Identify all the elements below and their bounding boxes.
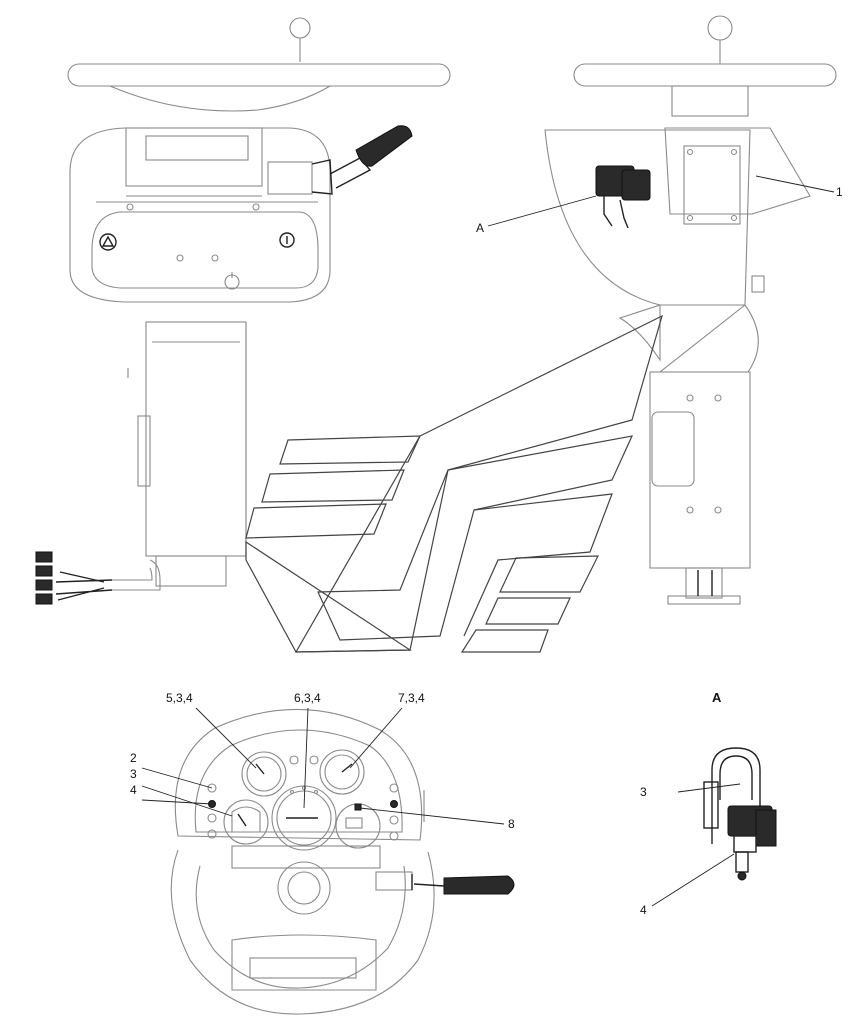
callout-3: 3 <box>130 767 137 781</box>
display-window <box>145 135 249 161</box>
detail-callout-4: 4 <box>640 903 647 917</box>
steering-wheel-top-view <box>170 845 435 1015</box>
column-tube-front <box>127 321 247 587</box>
side-wheel-rim <box>573 63 837 87</box>
callout-8: 8 <box>508 817 515 831</box>
hazard-button <box>99 233 117 251</box>
callout-view-a: A <box>476 221 485 235</box>
steering-wheel-knob <box>289 17 311 62</box>
leader-a <box>487 195 597 227</box>
gauge-voltmeter <box>223 799 269 845</box>
leader-8 <box>359 807 505 825</box>
detail-callout-3: 3 <box>640 785 647 799</box>
detail-a-title: A <box>712 690 722 705</box>
gauge-unit-side-a <box>595 165 651 229</box>
leader-7-3-4 <box>349 707 403 769</box>
callout-1: 1 <box>836 185 843 199</box>
detail-a-gauge-assembly <box>703 747 777 881</box>
callout-2: 2 <box>130 751 137 765</box>
side-wheel-knob <box>707 15 733 64</box>
gauge-8-hour-meter <box>335 803 381 849</box>
leader-2 <box>141 767 213 789</box>
combination-switch-top-view <box>375 871 515 895</box>
horn-button <box>279 232 295 248</box>
leader-6-3-4 <box>303 707 309 809</box>
leader-4 <box>141 799 213 805</box>
side-cutout <box>651 411 695 487</box>
callout-4: 4 <box>130 783 137 797</box>
indicator-lamps <box>207 755 399 841</box>
brand-watermark-logo <box>245 314 663 653</box>
steering-wheel-rim <box>67 63 451 112</box>
leader-detail-4 <box>651 853 735 907</box>
instrument-panel-view <box>170 708 515 1015</box>
side-column-body <box>544 85 811 605</box>
leader-3 <box>141 785 233 817</box>
side-view-steering-column <box>487 15 837 605</box>
leader-1 <box>755 175 835 193</box>
dashboard-housing <box>69 127 331 303</box>
instrument-cluster-housing <box>174 708 425 841</box>
combination-switch-lever <box>267 125 413 195</box>
gauge-5-fuel <box>241 751 287 797</box>
front-view-steering-column <box>35 17 451 605</box>
leader-5-3-4 <box>195 707 257 769</box>
leader-detail-3 <box>677 783 741 793</box>
gauge-7-temperature <box>319 749 365 795</box>
callout-6-3-4: 6,3,4 <box>294 691 321 705</box>
gauge-6-speedometer <box>271 785 337 851</box>
wiring-harness-connector <box>35 551 161 605</box>
callout-5-3-4: 5,3,4 <box>166 691 193 705</box>
callout-7-3-4: 7,3,4 <box>398 691 425 705</box>
